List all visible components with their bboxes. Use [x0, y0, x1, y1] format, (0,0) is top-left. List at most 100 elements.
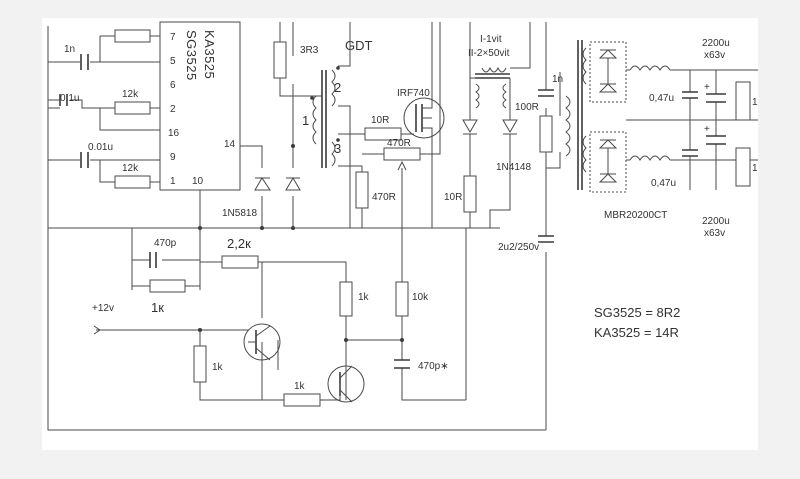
c-470p-label: 470p — [154, 238, 177, 249]
junction — [400, 338, 404, 342]
pin-2-label: 2 — [170, 104, 176, 115]
pot-wires — [362, 22, 441, 228]
output-inductor-bottom — [629, 155, 671, 161]
capacitor-1n-right — [538, 89, 554, 97]
xfmr-primary-label: I-1vit — [480, 34, 502, 45]
r-1k-base-label: 1k — [212, 362, 224, 373]
capacitor-0-47u-bottom — [682, 149, 698, 157]
r-1k-fb-label: 1к — [151, 300, 164, 315]
pwm-controller-ic: KA3525 SG3525 — [159, 21, 241, 191]
junction — [344, 338, 348, 342]
c-047-bot-label: 0,47u — [651, 178, 676, 189]
r-10k-label: 10k — [412, 292, 429, 303]
r-12k-top-label: 12k — [122, 89, 139, 100]
wire-3r3 — [279, 22, 322, 97]
capacitor-0-01u — [80, 152, 89, 168]
pin-7-label: 7 — [170, 32, 176, 43]
pin-14-label: 14 — [224, 139, 236, 150]
svg-text:+: + — [704, 82, 710, 93]
capacitor-470p-feedback — [149, 252, 157, 268]
junction — [260, 226, 264, 230]
c-01u-label: 0.1u — [60, 93, 79, 104]
resistor-3r3 — [273, 41, 287, 79]
winding-1-label: 1 — [302, 113, 309, 128]
resistor-1k-feedback — [149, 279, 186, 293]
note-sg3525: SG3525 = 8R2 — [594, 305, 680, 320]
pin-16-label: 16 — [168, 128, 180, 139]
r-22k-label: 2,2к — [227, 236, 251, 251]
r-10r-gate-label: 10R — [371, 115, 389, 126]
capacitor-0-1u — [59, 94, 68, 106]
gate-drive-transformer — [310, 66, 340, 168]
timing-capacitor-1n — [80, 54, 89, 70]
r-10r-right-label: 10R — [444, 192, 462, 203]
rectifier-mbr20200ct-top — [589, 41, 627, 103]
c-001u-label: 0.01u — [88, 142, 113, 153]
load-resistor-top — [735, 81, 751, 121]
resistor-12k-bottom — [114, 175, 151, 189]
winding-3-label: 3 — [334, 141, 341, 156]
r-100r-label: 100R — [515, 102, 539, 113]
vin-label: +12v — [92, 303, 114, 314]
note-ka3525: KA3525 = 14R — [594, 325, 679, 340]
c-out-top-label: 2200u — [702, 38, 730, 49]
wire — [489, 78, 511, 228]
resistor-2-2k — [221, 255, 259, 269]
r-1k-b2-label: 1k — [294, 381, 306, 392]
ic-part-name-2: SG3525 — [184, 30, 199, 81]
d-1n5818-label: 1N5818 — [222, 208, 257, 219]
gdt-wires — [338, 22, 365, 228]
v-out-top-label: x63v — [704, 50, 725, 61]
load-resistor-bottom — [735, 147, 751, 187]
diode-1n5818-right — [285, 22, 301, 228]
xfmr-secondary-label: II-2×50vit — [468, 48, 510, 59]
timing-network-wires — [47, 26, 263, 228]
r-1k-c-label: 1k — [358, 292, 370, 303]
pin-10-label: 10 — [192, 176, 204, 187]
svg-text:+: + — [704, 124, 710, 135]
potentiometer-470r — [383, 147, 421, 161]
mosfet-irf740 — [403, 22, 445, 228]
resistor-1k-base2 — [283, 393, 321, 407]
junction — [198, 328, 202, 332]
ic-pin-labels: 7 5 6 2 16 9 1 10 14 — [168, 32, 236, 187]
d-mbr-label: MBR20200CT — [604, 210, 667, 221]
output-inductor-top — [629, 65, 671, 71]
capacitor-2u2-250v — [538, 235, 554, 243]
input-arrow — [93, 325, 101, 335]
rectifier-mbr20200ct-bottom — [589, 131, 627, 193]
r-470r-label: 470R — [372, 192, 396, 203]
resistor-1k-base — [193, 345, 207, 383]
transistor-q2 — [327, 365, 365, 403]
resistor-10r-right — [463, 175, 477, 213]
pot-470r-label: 470R — [387, 138, 411, 149]
capacitor-2200u-top: + — [704, 82, 726, 103]
power-transformer-primary — [469, 22, 531, 109]
r-load-bot-label: 1 — [752, 163, 758, 174]
c-1n-right-label: 1n — [552, 74, 563, 85]
r-load-top-label: 1 — [752, 97, 758, 108]
c-out-bot-label: 2200u — [702, 216, 730, 227]
resistor-pin7 — [114, 29, 151, 43]
pin-6-label: 6 — [170, 80, 176, 91]
r-12k-bot-label: 12k — [122, 163, 139, 174]
transistor-q1 — [243, 323, 281, 361]
return-wires — [47, 228, 546, 431]
pin-1-label: 1 — [170, 176, 176, 187]
capacitor-0-47u-top — [682, 91, 698, 99]
ic-part-name-1: KA3525 — [202, 30, 217, 79]
resistor-1k-collector — [339, 281, 353, 317]
c-047-top-label: 0,47u — [649, 93, 674, 104]
c-2u2-label: 2u2/250v — [498, 242, 539, 253]
control-wires — [96, 228, 466, 401]
resistor-10k — [395, 281, 409, 317]
power-transformer-core — [565, 40, 587, 190]
capacitor-2200u-bottom: + — [704, 124, 726, 145]
resistor-12k-top — [114, 101, 151, 115]
snubber-wires — [545, 22, 561, 430]
drawing-sheet — [42, 18, 758, 450]
winding-2-label: 2 — [334, 80, 341, 95]
resistor-470r — [355, 171, 369, 209]
junction — [291, 144, 295, 148]
